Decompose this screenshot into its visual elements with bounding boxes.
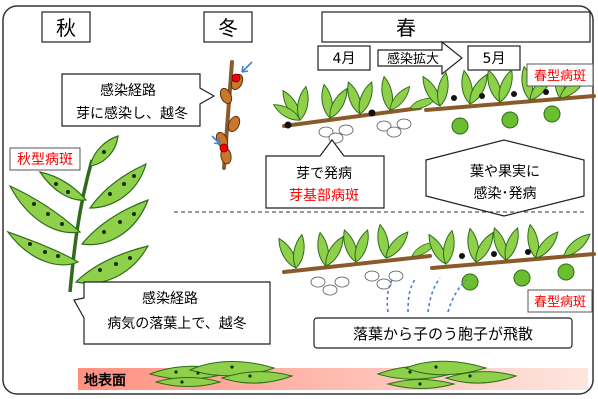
season-header-winter: 冬 [203,11,253,43]
ascospore-label-box: 落葉から子のう胞子が飛散 [313,317,573,349]
season-spring-label: 春 [396,16,416,40]
bud-onset-callout: 芽で発病 芽基部病斑 [265,139,385,209]
spread-arrow-label: 感染拡大 [387,51,439,67]
season-header-spring: 春 [321,11,591,43]
autumn-lesion-label: 秋型病斑 [17,152,73,168]
season-header-autumn: 秋 [41,11,91,43]
lower-april-branch [274,223,438,296]
diseased-leaf [38,171,88,201]
leaf-route-line2: 病気の落葉上で、越冬 [107,316,246,332]
leaf-fruit-infection-line1: 葉や果実に [470,164,540,180]
month-may-box: 5月 [467,45,521,71]
may-branch [418,63,596,135]
lower-may-branch [424,223,596,291]
leaf-fruit-infection-line2: 感染･発病 [474,185,537,202]
diseased-leaf [6,230,80,266]
bud-onset-line2: 芽基部病斑 [289,187,359,204]
winter-twig [211,60,253,170]
fallen-leaf-lesions [174,365,472,386]
leaf-route-line1: 感染経路 [142,290,198,307]
diseased-leaf [80,198,150,246]
flower-cluster [310,270,404,296]
winter-route-line1: 感染経路 [100,82,156,99]
spring-lesion-label-bottom: 春型病斑 [534,295,586,310]
ground-label: 地表面 [84,372,126,389]
infected-fruit [451,105,561,135]
diseased-leaf [88,162,147,209]
month-may-label: 5月 [483,51,506,67]
bud-base-lesion-marker [368,109,376,117]
april-branch [270,75,438,144]
month-april-box: 4月 [317,45,371,71]
autumn-shoot [6,135,150,293]
spring-lesion-label-bottom-box: 春型病斑 [527,289,593,313]
infected-bud-marker [231,73,241,83]
winter-route-callout: 感染経路 芽に感染し、越冬 [61,73,216,127]
leaf-route-callout: 感染経路 病気の落葉上で、越冬 [73,281,271,345]
spring-lesion-dots [451,89,549,101]
diseased-leaf [89,135,119,167]
winter-route-line2: 芽に感染し、越冬 [76,105,188,122]
bud-base-lesion-marker [284,121,292,129]
ascospore-arrows [386,277,467,313]
ascospore-label: 落葉から子のう胞子が飛散 [353,325,533,343]
diseased-leaf [8,184,82,234]
bud-onset-line1: 芽で発病 [296,166,352,182]
spring-lesion-label-top-box: 春型病斑 [526,63,594,87]
month-april-label: 4月 [333,51,356,67]
ground-surface [78,368,588,390]
spread-arrow: 感染拡大 [377,40,463,76]
infection-arrow [211,135,221,145]
spring-lesion-label-top: 春型病斑 [534,69,586,84]
flower-cluster [318,118,412,144]
infected-bud-marker [219,143,229,153]
fallen-leaves [148,360,518,389]
infection-arrow [241,61,253,73]
autumn-lesion-label-box: 秋型病斑 [9,147,81,171]
season-autumn-label: 秋 [56,16,76,40]
leaf-fruit-infection-callout: 葉や果実に 感染･発病 [425,139,585,217]
season-winter-label: 冬 [218,16,238,40]
